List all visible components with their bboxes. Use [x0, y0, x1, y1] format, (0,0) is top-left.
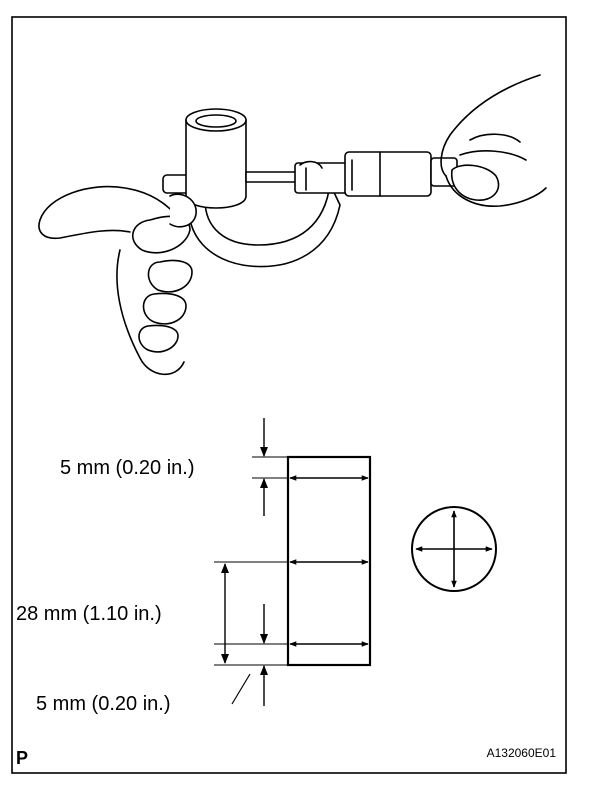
dimension-bottom-label: 5 mm (0.20 in.)	[36, 693, 170, 715]
dimension-top-label: 5 mm (0.20 in.)	[60, 457, 194, 479]
cross-section-circle-icon	[411, 506, 497, 592]
dimension-middle-label: 28 mm (1.10 in.)	[16, 603, 162, 625]
micrometer-measuring-bushing-icon	[38, 74, 547, 376]
dimension-bottom-offset	[231, 604, 268, 706]
corner-letter: P	[16, 748, 28, 768]
figure-code: A132060E01	[487, 746, 557, 760]
bushing-section	[286, 455, 372, 667]
